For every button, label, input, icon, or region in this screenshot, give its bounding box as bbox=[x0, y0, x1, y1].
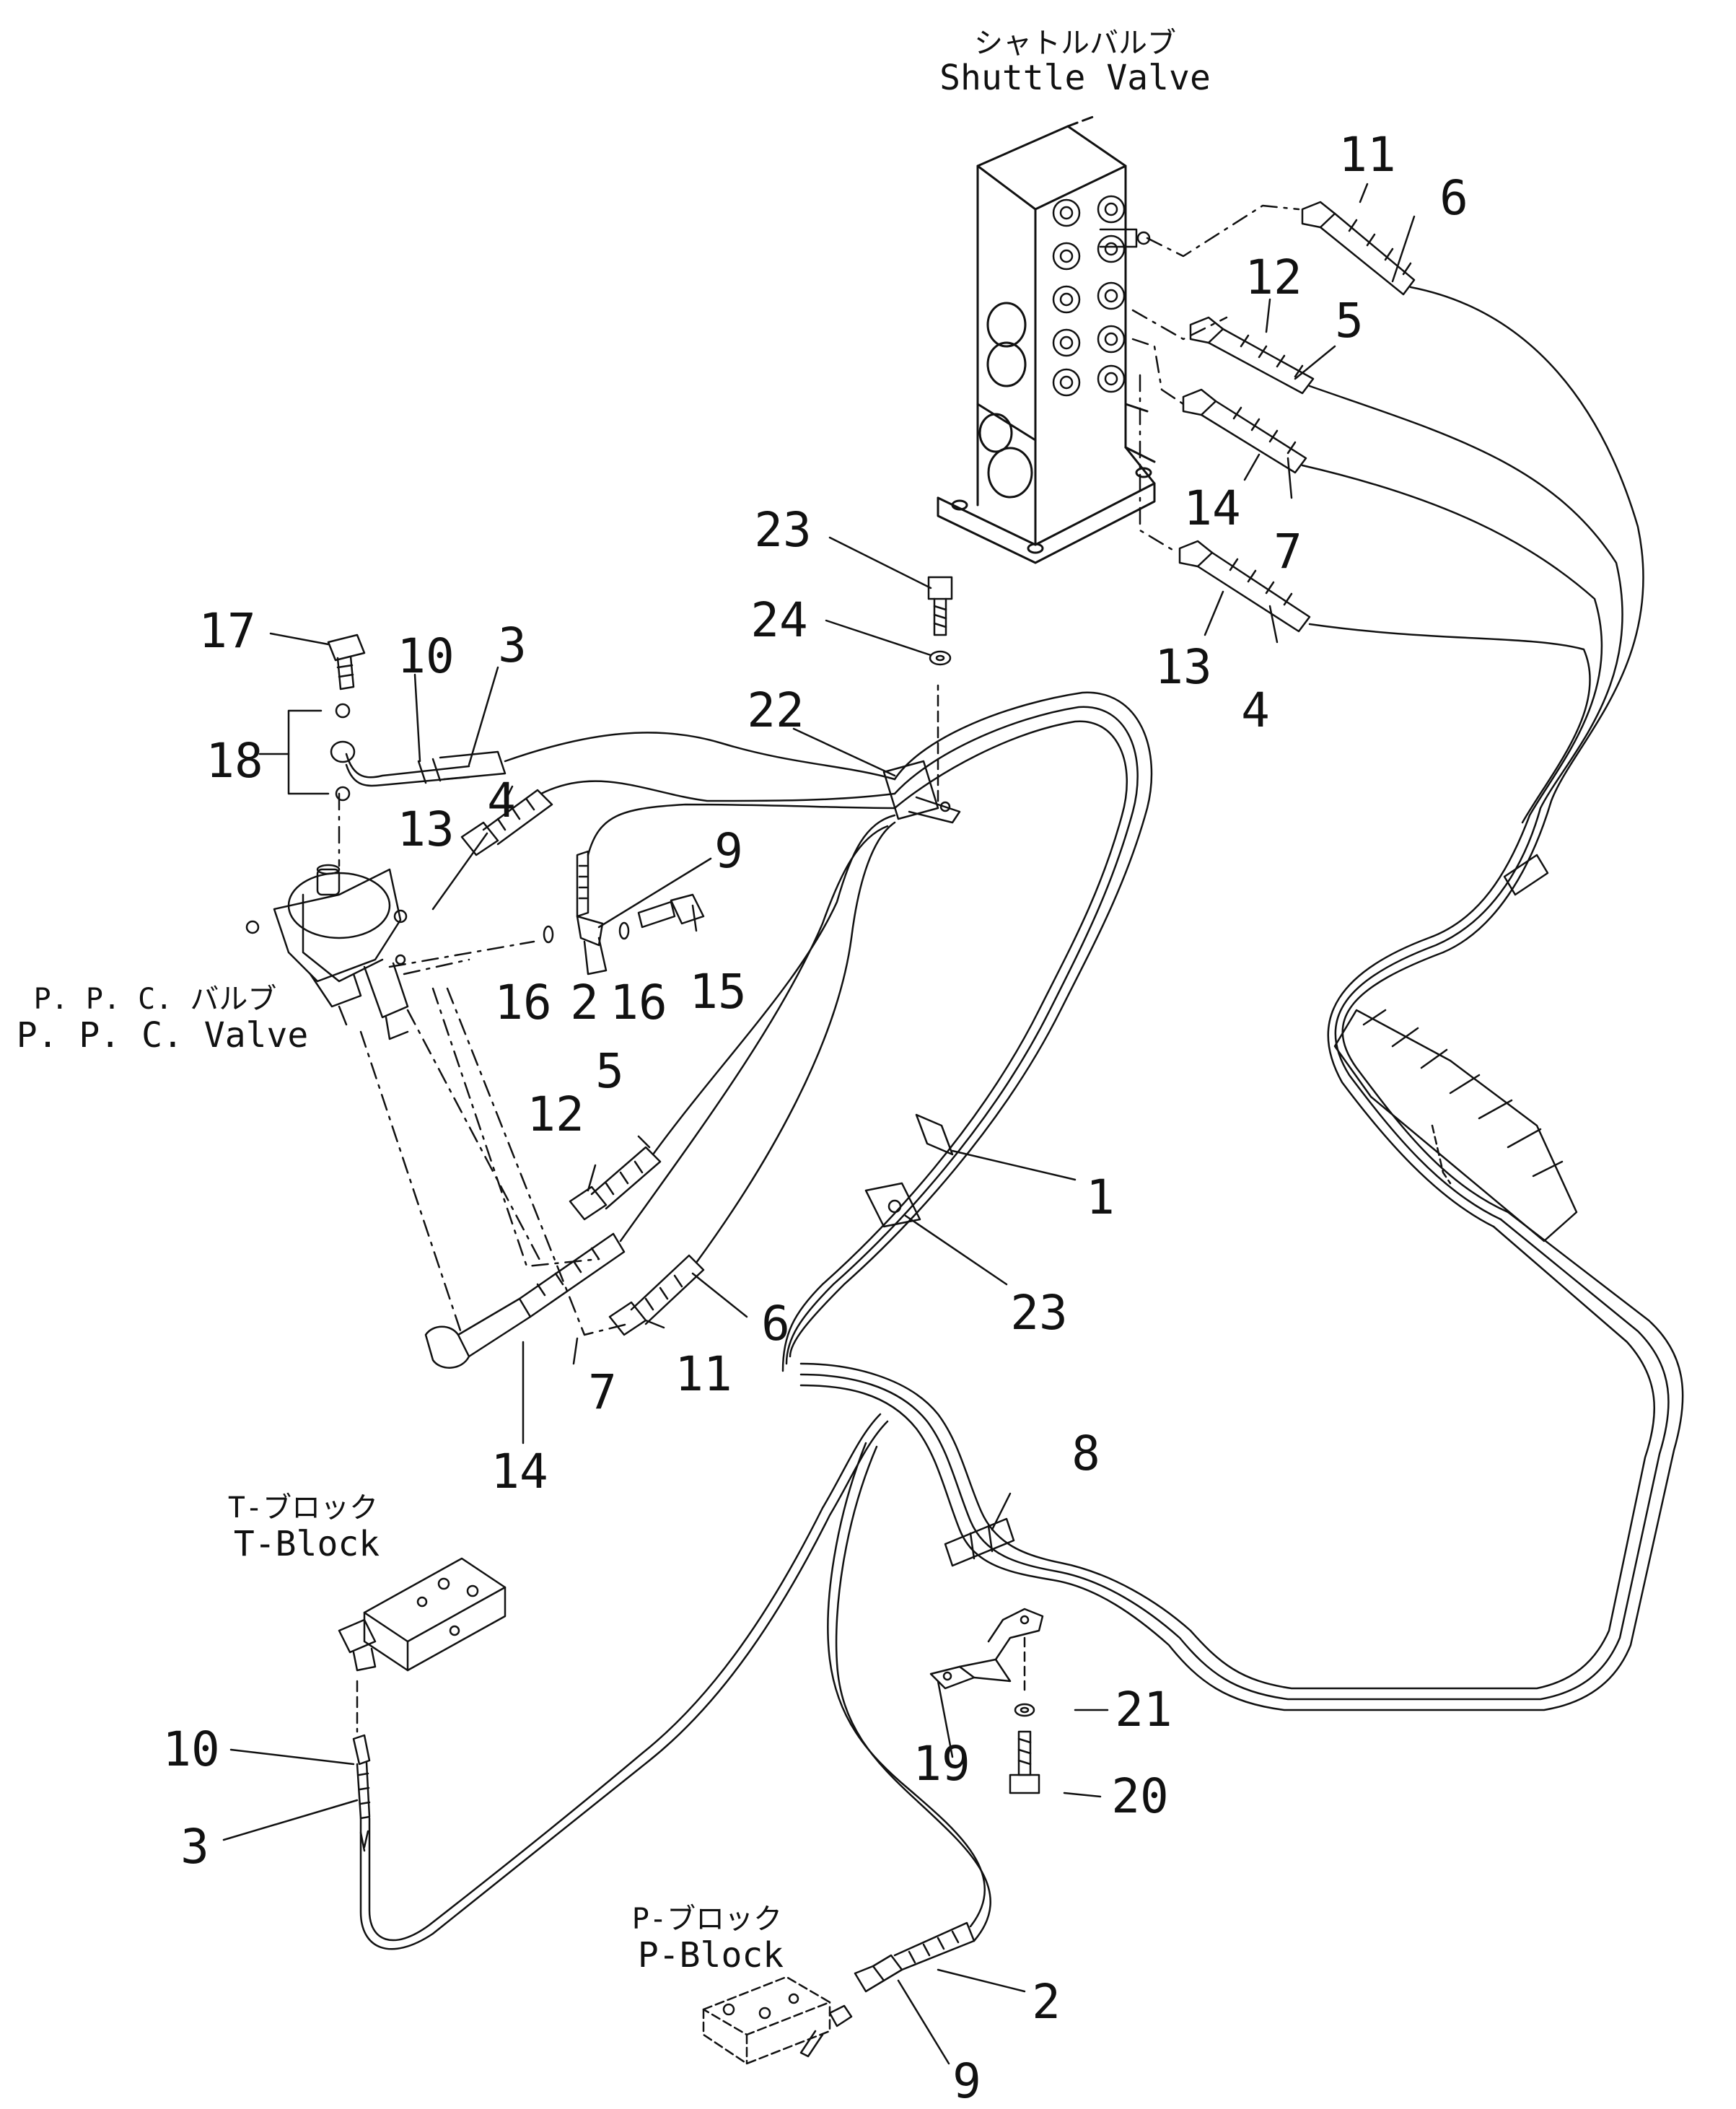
callout-18: 18 bbox=[206, 733, 263, 789]
callout-7-ppc: 7 bbox=[588, 1364, 617, 1420]
callout-24: 24 bbox=[750, 592, 808, 648]
callout-4: 4 bbox=[1241, 683, 1270, 738]
callout-15: 15 bbox=[689, 964, 747, 1020]
callout-13-ppc: 13 bbox=[397, 802, 455, 857]
callout-10-tblock: 10 bbox=[162, 1722, 220, 1777]
callout-16-b: 16 bbox=[610, 975, 667, 1030]
callout-22: 22 bbox=[747, 683, 805, 738]
ppc-valve-en-label: P. P. C. Valve bbox=[16, 1015, 309, 1056]
callout-17: 17 bbox=[198, 603, 256, 659]
t-block-jp-label: T-ブロック bbox=[227, 1491, 379, 1525]
p-block-en-label: P-Block bbox=[637, 1935, 784, 1976]
p-block-fittings bbox=[722, 1442, 991, 2058]
shuttle-valve-hose-fittings bbox=[1178, 201, 1416, 633]
shuttle-valve-connection-lines bbox=[1131, 204, 1300, 553]
right-hose-bundle bbox=[799, 286, 1684, 1711]
t-block bbox=[338, 1557, 507, 1672]
callout-6: 6 bbox=[1439, 170, 1468, 226]
callout-4-ppc: 4 bbox=[487, 773, 516, 828]
callout-5: 5 bbox=[1335, 293, 1364, 348]
callout-12-ppc: 12 bbox=[527, 1087, 584, 1142]
callout-7: 7 bbox=[1273, 524, 1302, 579]
callout-21: 21 bbox=[1115, 1682, 1172, 1737]
callout-2: 2 bbox=[570, 975, 599, 1030]
p-block-jp-label: P-ブロック bbox=[631, 1903, 783, 1936]
callout-6-ppc: 6 bbox=[761, 1296, 790, 1351]
t-block-en-label: T-Block bbox=[233, 1524, 380, 1564]
ppc-valve-jp-label: P. P. C. バルブ bbox=[33, 983, 277, 1016]
callout-23: 23 bbox=[754, 502, 812, 558]
p-block bbox=[702, 1976, 831, 2065]
ppc-side-hoses bbox=[504, 732, 896, 1264]
callout-23-clamp: 23 bbox=[1010, 1285, 1068, 1341]
callout-12: 12 bbox=[1245, 250, 1302, 305]
callout-14-ppc: 14 bbox=[491, 1444, 548, 1499]
callout-9: 9 bbox=[714, 823, 743, 879]
callout-11-ppc: 11 bbox=[675, 1346, 732, 1402]
shuttle-valve-body bbox=[937, 114, 1156, 564]
clamp-19-assembly bbox=[929, 1608, 1044, 1794]
callout-19: 19 bbox=[913, 1736, 970, 1792]
shuttle-valve-jp-label: シャトルバルブ bbox=[974, 27, 1176, 60]
middle-hose-bundle bbox=[781, 691, 1153, 1567]
clamp-22-assembly bbox=[882, 576, 961, 824]
callout-20: 20 bbox=[1111, 1768, 1169, 1824]
callout-9-pblock: 9 bbox=[952, 2053, 981, 2109]
callout-leader-lines bbox=[222, 183, 1416, 2065]
callout-10: 10 bbox=[397, 628, 455, 684]
callout-11: 11 bbox=[1338, 127, 1396, 183]
callout-1: 1 bbox=[1086, 1170, 1115, 1225]
callout-3-tblock: 3 bbox=[180, 1819, 209, 1875]
callout-14: 14 bbox=[1183, 481, 1241, 536]
shuttle-valve-en-label: Shuttle Valve bbox=[939, 58, 1211, 98]
callout-13: 13 bbox=[1154, 639, 1212, 695]
callout-16-a: 16 bbox=[494, 975, 552, 1030]
callout-8: 8 bbox=[1071, 1426, 1100, 1481]
ppc-valve-body bbox=[245, 864, 409, 1040]
callout-2-pblock: 2 bbox=[1032, 1974, 1061, 2030]
callout-5-ppc: 5 bbox=[595, 1043, 624, 1099]
ppc-hose-fittings bbox=[287, 633, 705, 1369]
t-block-hose bbox=[352, 1413, 889, 1950]
callout-3: 3 bbox=[498, 618, 527, 673]
